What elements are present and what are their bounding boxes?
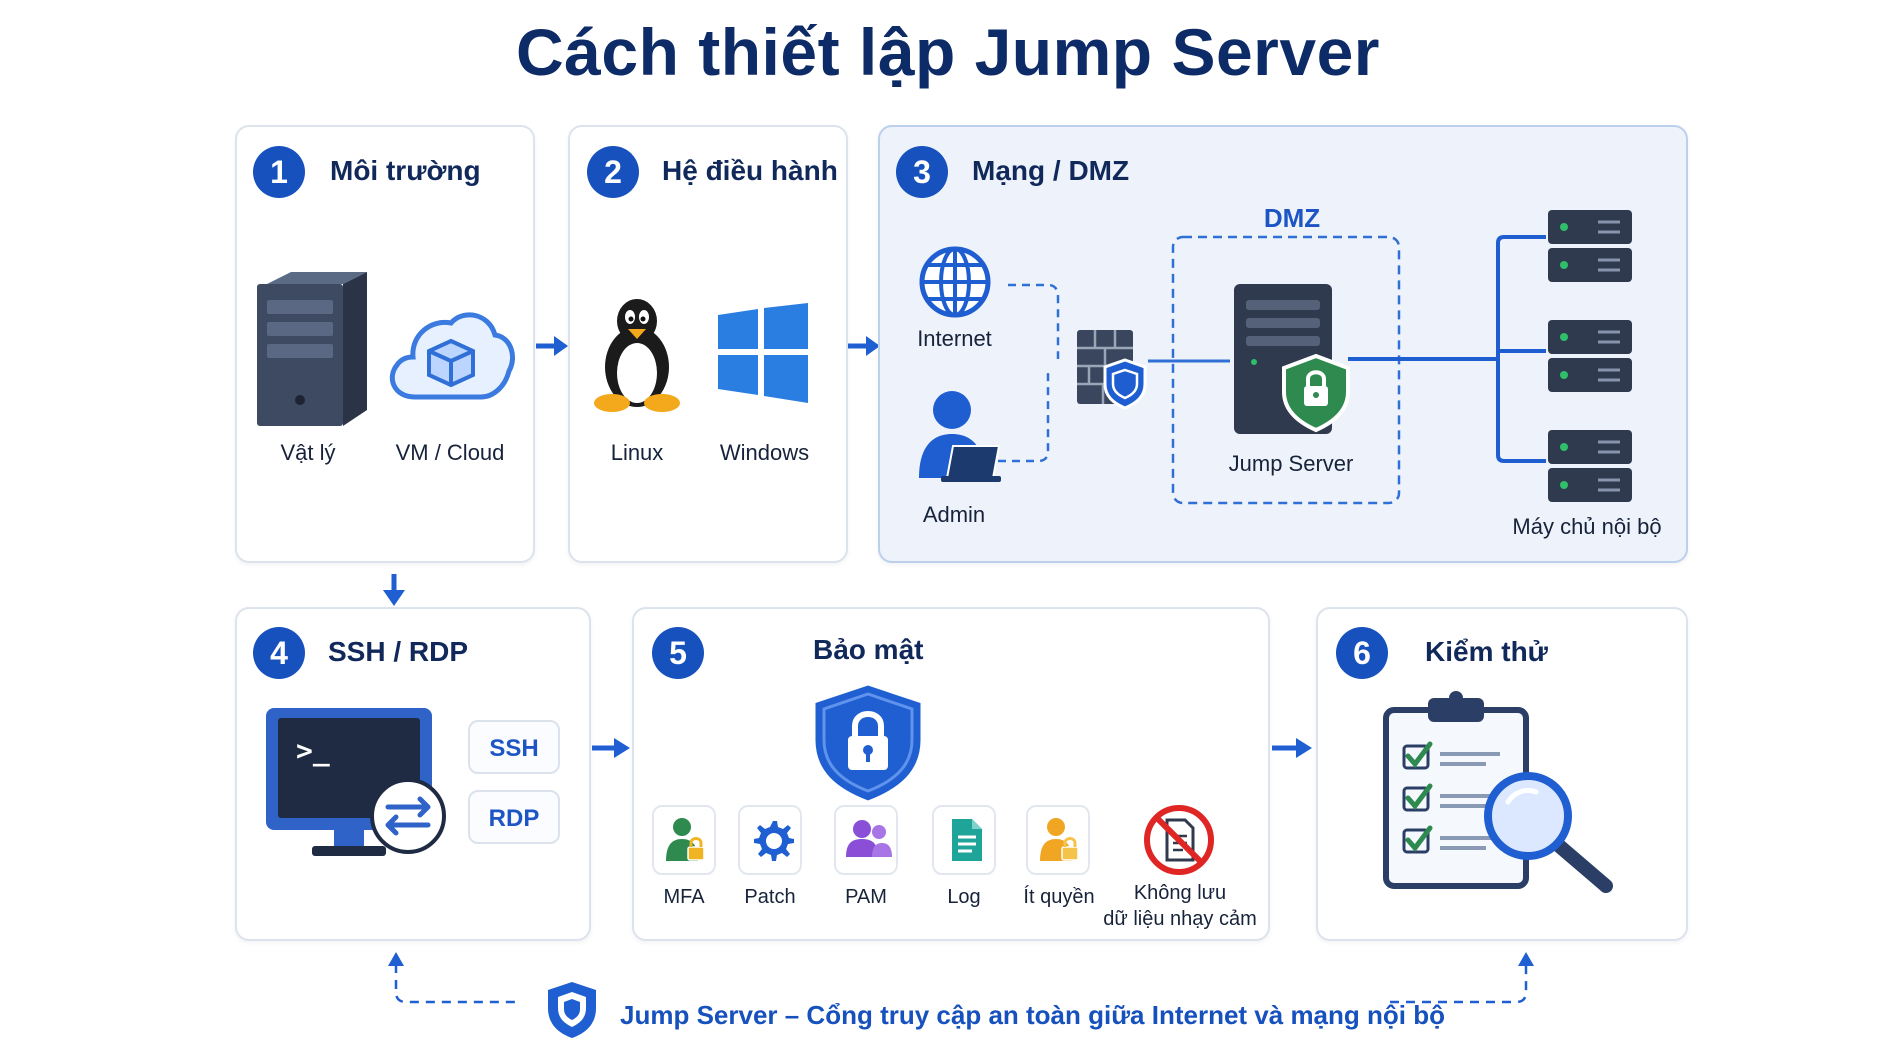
user-lock-icon [1040,818,1079,861]
patch-label: Patch [744,886,796,908]
step-number-6: 6 [1336,627,1388,679]
internal-servers-label: Máy chủ nội bộ [1512,514,1662,539]
terminal-monitor-icon [266,708,446,856]
footer-connector [388,952,1534,1004]
network-diagram [998,235,1546,505]
firewall-shield-icon [1077,330,1147,410]
pam-tile [834,805,898,875]
globe-icon [919,246,991,318]
physical-label: Vật lý [280,440,336,465]
linux-label: Linux [610,440,664,465]
footer-caption: Jump Server – Cổng truy cập an toàn giữa… [620,1000,1445,1030]
step-number-4: 4 [253,627,305,679]
step-title-6: Kiểm thử [1425,636,1548,667]
jump-server-icon [1234,284,1350,434]
step-number-2: 2 [587,146,639,198]
arrow-right-icon [536,336,568,356]
cloud-vm-icon [390,312,515,400]
mfa-label: MFA [663,886,705,908]
dmz-label: DMZ [1263,203,1321,233]
gear-icon [754,821,794,861]
users-group-icon [846,820,892,857]
no-sensitive-data-icon [1144,805,1214,875]
pam-label: PAM [845,886,887,908]
document-log-icon [952,819,982,861]
internal-server-icon [1548,430,1632,502]
step-title-1: Môi trường [330,155,481,186]
arrow-right-icon [1272,738,1312,758]
vm-cloud-label: VM / Cloud [395,440,505,465]
jump-server-label: Jump Server [1228,451,1354,476]
mfa-tile [652,805,716,875]
physical-server-icon [257,272,367,426]
internal-server-icon [1548,320,1632,392]
admin-user-icon [919,391,1001,482]
log-tile [932,805,996,875]
ssh-badge: SSH [468,720,560,774]
internal-server-icon [1548,210,1632,282]
arrow-right-icon [848,336,880,356]
patch-tile [738,805,802,875]
step-number-3: 3 [896,146,948,198]
log-label: Log [947,886,981,908]
least-privilege-tile [1026,805,1090,875]
step-title-2: Hệ điều hành [662,155,838,186]
step-card-security [632,607,1270,941]
step-title-5: Bảo mật [813,634,924,665]
internet-label: Internet [917,326,992,351]
mfa-user-lock-icon [666,818,705,861]
arrow-down-icon [383,574,405,606]
footer-shield-icon [548,982,596,1038]
checklist-magnifier-icon [1383,691,1613,893]
step-number-5: 5 [652,627,704,679]
no-sensitive-data-label-1: Không lưu [1133,882,1227,904]
no-sensitive-data-label-2: dữ liệu nhạy cảm [1103,908,1257,930]
step-title-4: SSH / RDP [328,636,469,667]
step-number-1: 1 [253,146,305,198]
arrow-right-icon [592,738,630,758]
terminal-prompt: >_ [296,734,330,767]
least-privilege-label: Ít quyền [1023,886,1095,908]
step-title-3: Mạng / DMZ [972,155,1130,186]
page-title: Cách thiết lập Jump Server [516,15,1380,89]
windows-label: Windows [719,440,810,465]
rdp-badge: RDP [468,790,560,844]
windows-logo-icon [718,303,808,403]
admin-label: Admin [922,502,986,527]
linux-penguin-icon [594,299,680,412]
security-lock-shield-icon [812,682,924,804]
